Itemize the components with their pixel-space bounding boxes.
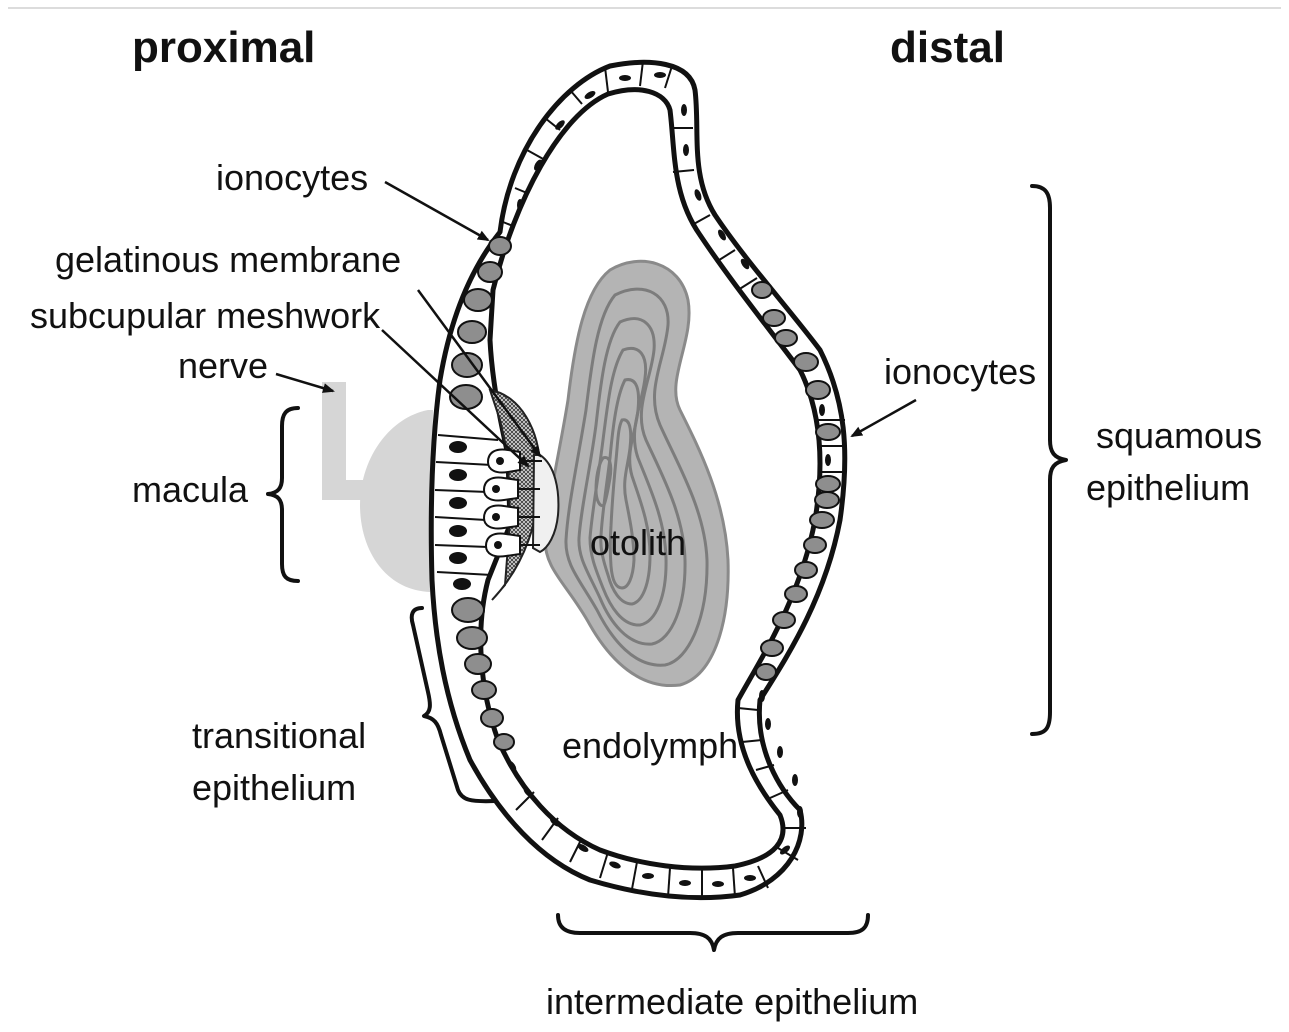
- heading-distal: distal: [890, 23, 1005, 72]
- label-nerve: nerve: [178, 345, 268, 386]
- intermediate-brace: [558, 915, 868, 950]
- label-subcupular-meshwork: subcupular meshwork: [30, 295, 381, 336]
- label-ionocytes-left: ionocytes: [216, 157, 368, 198]
- hair-cell: [484, 506, 518, 529]
- heading-proximal: proximal: [132, 23, 315, 72]
- nerve-shape: [322, 382, 433, 592]
- label-squamous-line1: squamous: [1096, 415, 1262, 456]
- label-otolith: otolith: [590, 522, 686, 563]
- label-endolymph: endolymph: [562, 725, 738, 766]
- hair-cell: [484, 478, 518, 501]
- macula-brace: [268, 408, 298, 581]
- label-macula: macula: [132, 469, 249, 510]
- hair-cell: [486, 534, 520, 557]
- squamous-brace: [1032, 186, 1066, 734]
- ionocytes-right-arrow: [852, 400, 916, 436]
- label-gelatinous-membrane: gelatinous membrane: [55, 239, 401, 280]
- ionocytes-left-arrow: [385, 182, 488, 240]
- label-transitional-line2: epithelium: [192, 767, 356, 808]
- label-ionocytes-right: ionocytes: [884, 351, 1036, 392]
- label-intermediate-epithelium: intermediate epithelium: [546, 981, 918, 1022]
- distal-ionocytes: [752, 282, 840, 680]
- otolith-shape: [545, 261, 728, 685]
- label-transitional-line1: transitional: [192, 715, 366, 756]
- label-squamous-line2: epithelium: [1086, 467, 1250, 508]
